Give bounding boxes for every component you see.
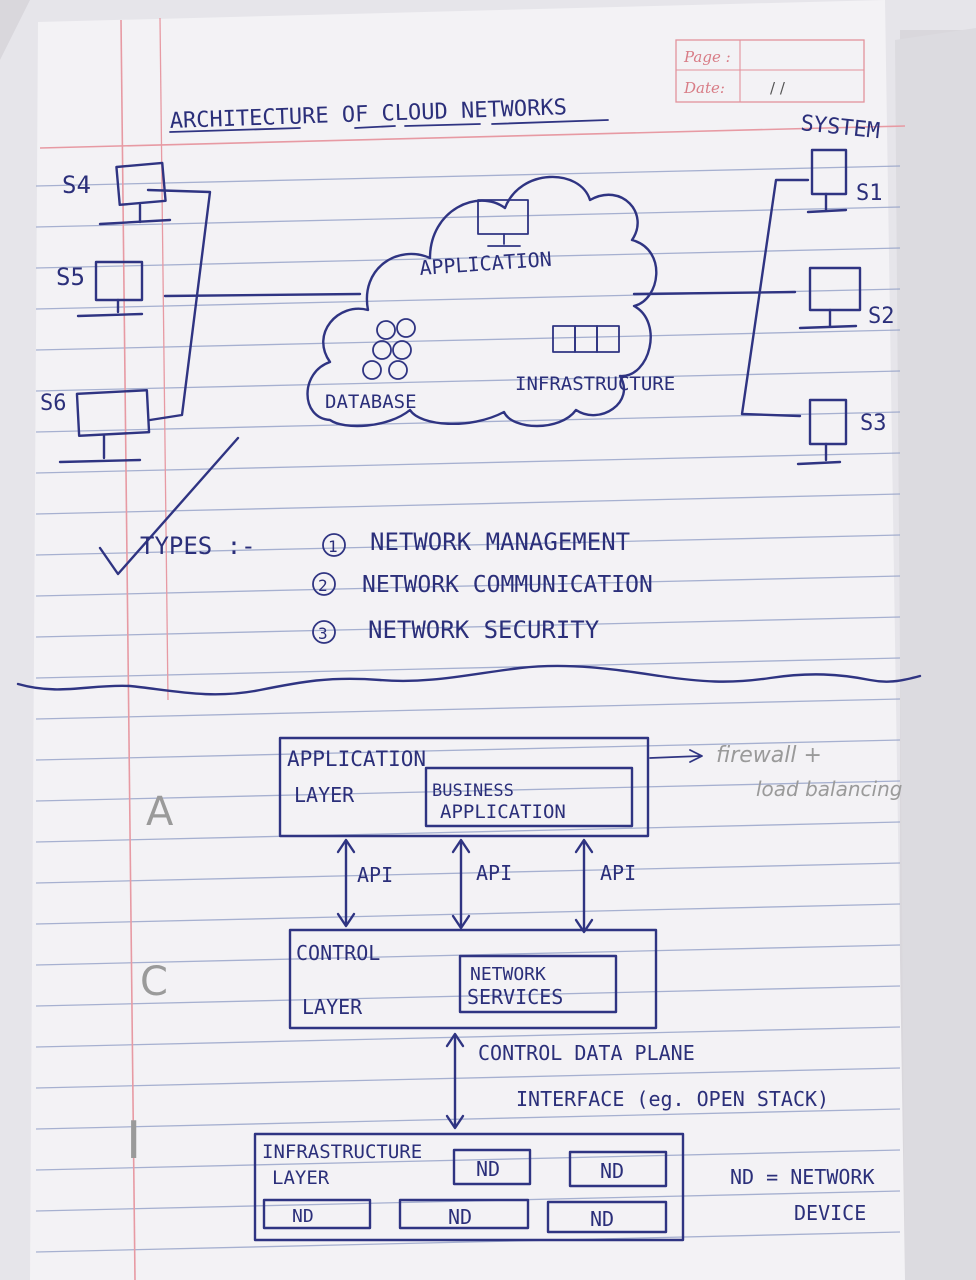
interface-note-line1: CONTROL DATA PLANE bbox=[478, 1041, 695, 1065]
infra-layer-line1: INFRASTRUCTURE bbox=[262, 1141, 422, 1163]
number-circle-3 bbox=[312, 620, 336, 644]
page-date-box: Page : Date: / / bbox=[675, 39, 865, 103]
number-circle-2 bbox=[312, 572, 336, 596]
arrow-to-note bbox=[649, 749, 703, 763]
label-s6: S6 bbox=[40, 391, 67, 416]
pencil-note-line2: load balancing bbox=[756, 777, 902, 801]
label-s1: S1 bbox=[856, 181, 883, 206]
check-mark-icon bbox=[98, 436, 240, 576]
control-layer-line1: CONTROL bbox=[296, 941, 380, 965]
legend-line1: ND = NETWORK bbox=[730, 1165, 875, 1189]
infrastructure-layer-box bbox=[253, 1132, 685, 1242]
api-label-2: API bbox=[476, 861, 512, 885]
margin-line-2 bbox=[159, 17, 169, 701]
api-arrow-1 bbox=[336, 838, 356, 928]
computer-icon-s4 bbox=[98, 161, 172, 226]
api-label-1: API bbox=[357, 863, 393, 887]
page-label: Page : bbox=[683, 48, 731, 66]
right-link-line bbox=[632, 290, 797, 296]
api-arrow-3 bbox=[574, 838, 594, 934]
network-services-box bbox=[458, 954, 618, 1014]
network-services-line2: SERVICES bbox=[467, 985, 563, 1009]
left-link-line bbox=[163, 292, 362, 298]
application-layer-box bbox=[278, 736, 650, 838]
wavy-divider bbox=[16, 664, 922, 696]
network-device-label-4: ND bbox=[448, 1205, 472, 1229]
number-circle-1 bbox=[322, 533, 346, 557]
types-item-2-num: 2 bbox=[318, 576, 328, 595]
computer-icon-s2 bbox=[798, 266, 862, 330]
app-layer-line1: APPLICATION bbox=[287, 747, 426, 771]
pencil-note-line1: firewall + bbox=[716, 743, 822, 768]
legend-line2: DEVICE bbox=[794, 1201, 866, 1225]
network-services-line1: NETWORK bbox=[470, 964, 546, 985]
label-s3: S3 bbox=[860, 411, 887, 436]
control-layer-box bbox=[288, 928, 658, 1030]
types-item-3-num: 3 bbox=[318, 624, 328, 643]
network-device-label-5: ND bbox=[590, 1207, 614, 1231]
api-arrow-2 bbox=[451, 838, 471, 930]
computer-icon-s5 bbox=[76, 260, 144, 318]
api-label-3: API bbox=[600, 861, 636, 885]
computer-icon-s6 bbox=[58, 388, 151, 464]
label-s5: S5 bbox=[56, 263, 85, 291]
control-data-plane-arrow bbox=[445, 1032, 465, 1130]
side-letter-c: C bbox=[140, 959, 168, 1005]
side-letter-i: I bbox=[126, 1111, 141, 1171]
cloud-infrastructure-label: INFRASTRUCTURE bbox=[515, 373, 675, 395]
network-device-box-2 bbox=[568, 1150, 668, 1188]
business-application-box bbox=[424, 766, 634, 828]
app-layer-line2: LAYER bbox=[294, 783, 355, 807]
infra-layer-line2: LAYER bbox=[272, 1167, 330, 1189]
left-bus-line bbox=[146, 188, 212, 422]
date-slashes: / / bbox=[770, 79, 786, 97]
database-icon bbox=[362, 318, 416, 380]
network-device-box-1 bbox=[452, 1148, 532, 1186]
types-item-1-num: 1 bbox=[328, 537, 338, 556]
network-device-box-4 bbox=[398, 1198, 530, 1230]
business-app-line1: BUSINESS bbox=[432, 781, 514, 801]
cloud-shape bbox=[306, 175, 658, 428]
network-device-label-1: ND bbox=[476, 1157, 500, 1181]
side-letter-a: A bbox=[146, 789, 174, 835]
interface-note-line2: INTERFACE (eg. OPEN STACK) bbox=[516, 1087, 829, 1111]
computer-icon-s1 bbox=[806, 148, 848, 214]
types-heading: TYPES :- bbox=[140, 532, 256, 560]
types-item-3-text: NETWORK SECURITY bbox=[368, 616, 600, 644]
date-label: Date: bbox=[683, 79, 725, 97]
network-device-label-3: ND bbox=[292, 1206, 314, 1227]
header-line bbox=[39, 125, 906, 149]
business-app-line2: APPLICATION bbox=[440, 801, 566, 823]
infrastructure-icon bbox=[552, 325, 620, 353]
types-item-1-text: NETWORK MANAGEMENT bbox=[370, 528, 630, 556]
control-layer-line2: LAYER bbox=[302, 995, 363, 1019]
margin-line bbox=[120, 19, 136, 1280]
network-device-label-2: ND bbox=[600, 1159, 624, 1183]
label-s2: S2 bbox=[868, 304, 895, 329]
application-monitor-icon bbox=[477, 199, 529, 247]
network-device-box-5 bbox=[546, 1200, 668, 1234]
ruled-lines bbox=[35, 165, 901, 1253]
network-device-box-3 bbox=[262, 1198, 372, 1230]
cloud-database-label: DATABASE bbox=[325, 391, 417, 413]
right-bus-line bbox=[740, 178, 810, 418]
types-item-2-text: NETWORK COMMUNICATION bbox=[362, 572, 653, 598]
computer-icon-s3 bbox=[796, 398, 848, 466]
label-s4: S4 bbox=[62, 171, 91, 199]
